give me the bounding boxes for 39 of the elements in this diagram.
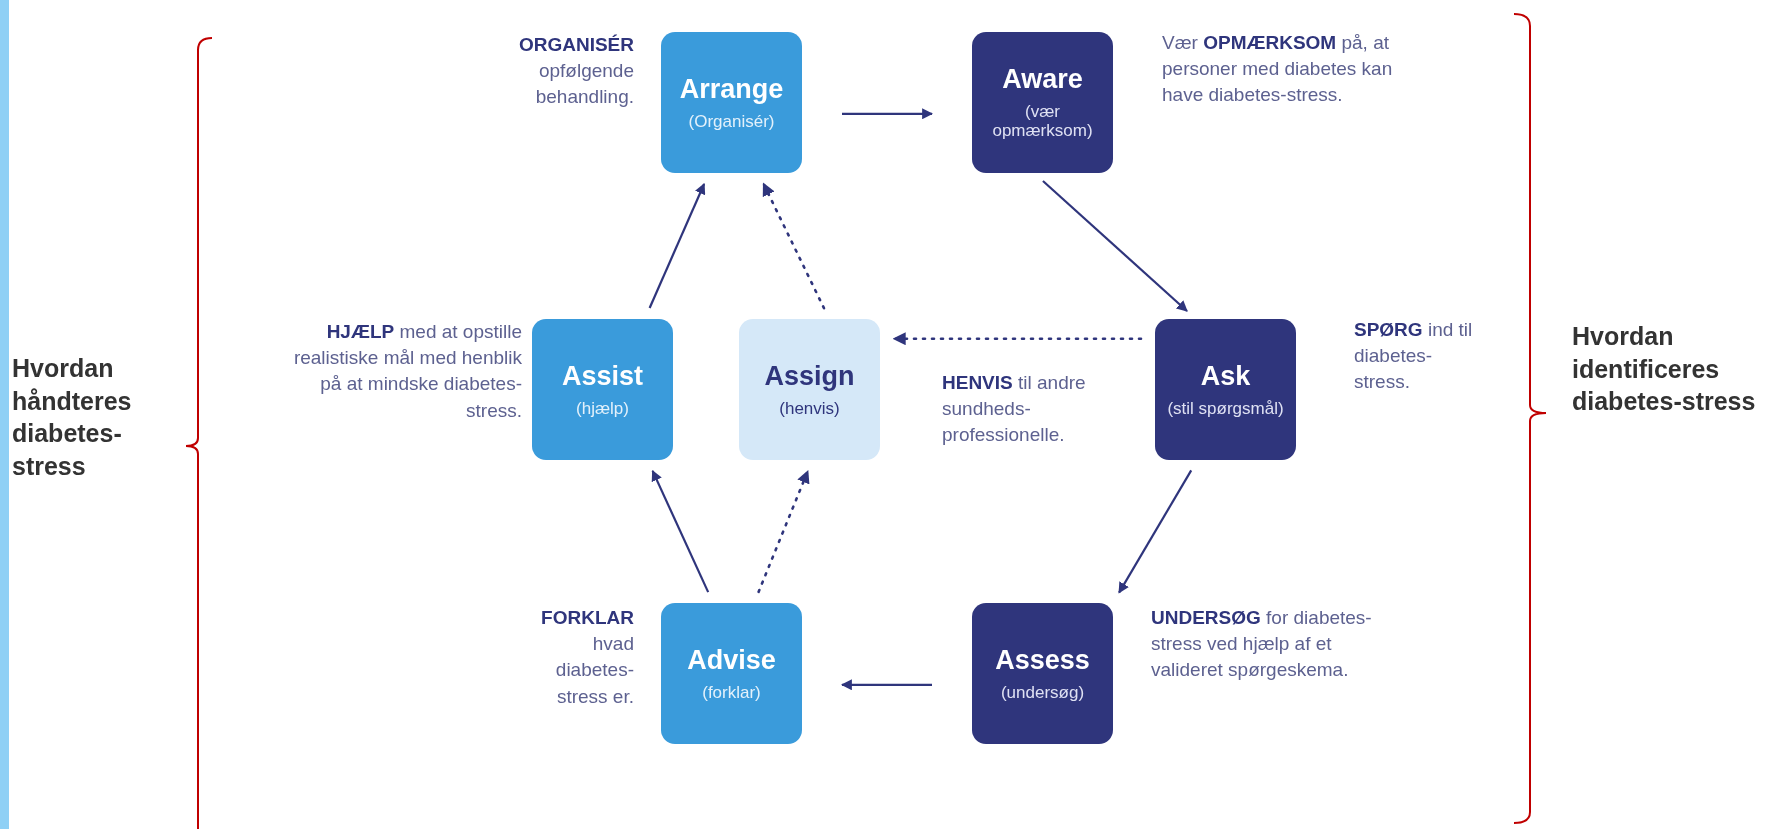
step-subtitle: (undersøg) [1000, 683, 1085, 703]
step-box [972, 603, 1113, 744]
step-subtitle: (vær opmærksom) [991, 103, 1094, 141]
step-title: Advise [687, 644, 776, 676]
arrow [651, 469, 710, 593]
step-box [739, 319, 880, 460]
step-title: Assess [995, 644, 1090, 676]
step-title: Assign [764, 360, 855, 392]
arrow [840, 679, 932, 691]
step-subtitle: (stil spørgsmål) [1167, 399, 1284, 419]
step-description: FORKLAR hvad diabetes-stress er. [540, 606, 634, 709]
step-title: Assist [561, 360, 643, 392]
dotted-arrow [762, 182, 826, 310]
dotted-arrow [892, 332, 1143, 346]
arrow [648, 183, 706, 309]
step-box [532, 319, 673, 460]
step-subtitle: (forklar) [702, 683, 761, 703]
step-description: HJÆLP med at opstille realistiske mål med henblik på at mindske diabetes-stress. [292, 320, 522, 423]
step-description: SPØRG ind til diabetes-stress. [1354, 318, 1474, 395]
arrow [1042, 180, 1188, 312]
step-title: Ask [1200, 360, 1251, 392]
step-title: Arrange [679, 73, 784, 105]
step-subtitle: (henvis) [779, 399, 840, 419]
step-box [972, 32, 1113, 173]
step-title: Aware [1002, 64, 1083, 96]
group-label: Hvordan håndteres diabetes-stress [12, 353, 133, 482]
step-description: Vær OPMÆRKSOM på, at personer med diabetes kan have diabetes-stress. [1162, 31, 1394, 108]
group-label: Hvordan identificeres diabetes-stress [1572, 321, 1757, 417]
step-box [661, 603, 802, 744]
step-box [1155, 319, 1296, 460]
step-subtitle: (hjælp) [576, 399, 629, 419]
step-description: ORGANISÉR opfølgende behandling. [517, 33, 634, 110]
arrow [842, 108, 934, 120]
step-description: HENVIS til andre sundheds-professionelle. [942, 371, 1087, 448]
step-subtitle: (Organisér) [688, 112, 775, 132]
step-description: UNDERSØG for diabetes-stress ved hjælp af et valideret spørgeskema. [1151, 606, 1373, 683]
step-box [661, 32, 802, 173]
arrow [1118, 469, 1193, 594]
dotted-arrow [757, 469, 810, 594]
